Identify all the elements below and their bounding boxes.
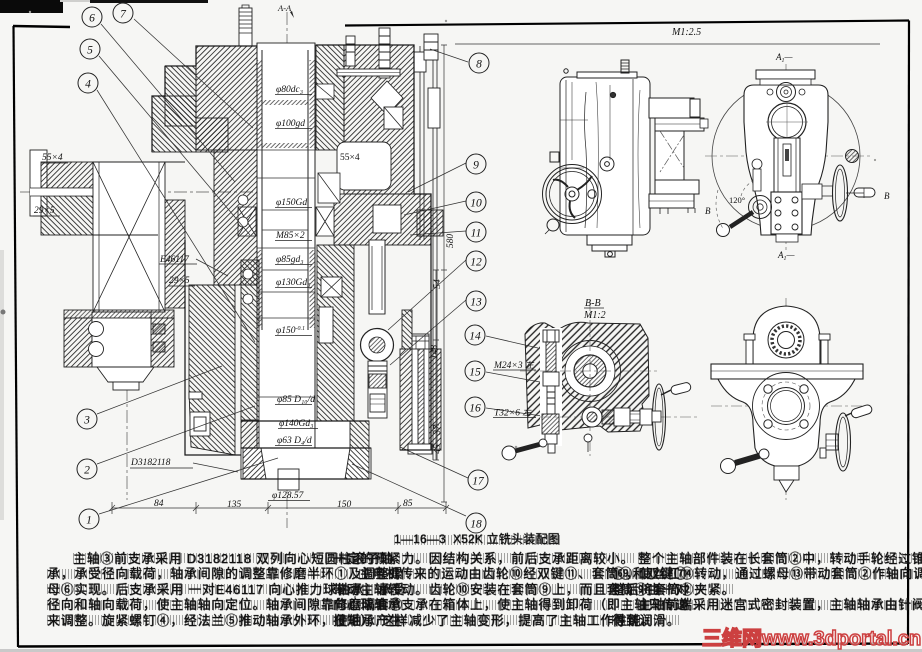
svg-text:85: 85 <box>403 499 413 509</box>
svg-text:M85×2: M85×2 <box>275 231 305 241</box>
svg-text:13: 13 <box>470 297 482 309</box>
svg-text:15: 15 <box>469 367 481 379</box>
svg-text:φ100gd: φ100gd <box>276 119 305 129</box>
svg-text:φ140Gd₃: φ140Gd₃ <box>279 419 313 429</box>
svg-text:29×5: 29×5 <box>169 276 190 286</box>
svg-text:A1—: A1— <box>777 250 796 262</box>
svg-text:2: 2 <box>84 465 90 477</box>
svg-text:B: B <box>884 191 890 201</box>
svg-text:11: 11 <box>471 228 482 240</box>
svg-text:φ85gd₃: φ85gd₃ <box>276 255 304 265</box>
svg-text:55×4: 55×4 <box>340 153 360 163</box>
svg-text:φ85 D₁₀/d: φ85 D₁₀/d <box>277 395 315 405</box>
svg-text:12: 12 <box>470 257 482 269</box>
svg-text:6: 6 <box>89 13 95 25</box>
svg-text:1: 1 <box>86 515 92 527</box>
svg-text:三维网www.3dportal.cn: 三维网www.3dportal.cn <box>702 626 921 650</box>
svg-text:M24×3 左: M24×3 左 <box>493 360 535 371</box>
svg-text:9: 9 <box>473 160 479 172</box>
svg-text:148: 148 <box>430 345 440 360</box>
svg-text:54: 54 <box>433 279 443 289</box>
svg-text:M1:2: M1:2 <box>583 310 606 321</box>
svg-text:150: 150 <box>337 500 352 510</box>
svg-text:5: 5 <box>87 45 93 57</box>
svg-text:17: 17 <box>472 476 485 488</box>
svg-text:45: 45 <box>433 444 443 454</box>
svg-text:10: 10 <box>470 198 482 210</box>
svg-text:A1—: A1— <box>775 52 794 64</box>
svg-text:16: 16 <box>469 403 481 415</box>
svg-text:B: B <box>705 206 711 216</box>
svg-text:14: 14 <box>469 331 481 343</box>
svg-text:φ150-0.1: φ150-0.1 <box>276 326 305 336</box>
svg-text:37: 37 <box>433 424 443 436</box>
svg-text:7: 7 <box>120 9 127 21</box>
svg-text:135: 135 <box>227 500 242 510</box>
svg-text:E46117: E46117 <box>159 255 190 265</box>
svg-text:φ150Gd: φ150Gd <box>276 198 307 208</box>
svg-text:18: 18 <box>470 519 482 531</box>
svg-text:3: 3 <box>83 415 90 427</box>
svg-text:4: 4 <box>85 79 91 91</box>
svg-text:84: 84 <box>154 499 164 509</box>
svg-text:φ63 D₄/d: φ63 D₄/d <box>277 436 312 446</box>
svg-text:580: 580 <box>446 234 456 249</box>
svg-text:φ130Gd₃: φ130Gd₃ <box>276 278 310 288</box>
svg-text:120°: 120° <box>729 195 745 205</box>
svg-text:B-B: B-B <box>585 298 601 309</box>
svg-text:55×4: 55×4 <box>42 153 63 163</box>
svg-text:M1:2.5: M1:2.5 <box>671 27 701 38</box>
svg-text:φ128.57: φ128.57 <box>272 491 305 501</box>
svg-text:T32×6 左: T32×6 左 <box>494 408 532 419</box>
svg-text:8: 8 <box>476 59 482 71</box>
svg-text:29×5: 29×5 <box>34 206 55 216</box>
svg-text:A-A: A-A <box>277 3 292 13</box>
svg-text:D3182118: D3182118 <box>130 458 171 468</box>
svg-text:φ80dc₃: φ80dc₃ <box>276 85 303 95</box>
